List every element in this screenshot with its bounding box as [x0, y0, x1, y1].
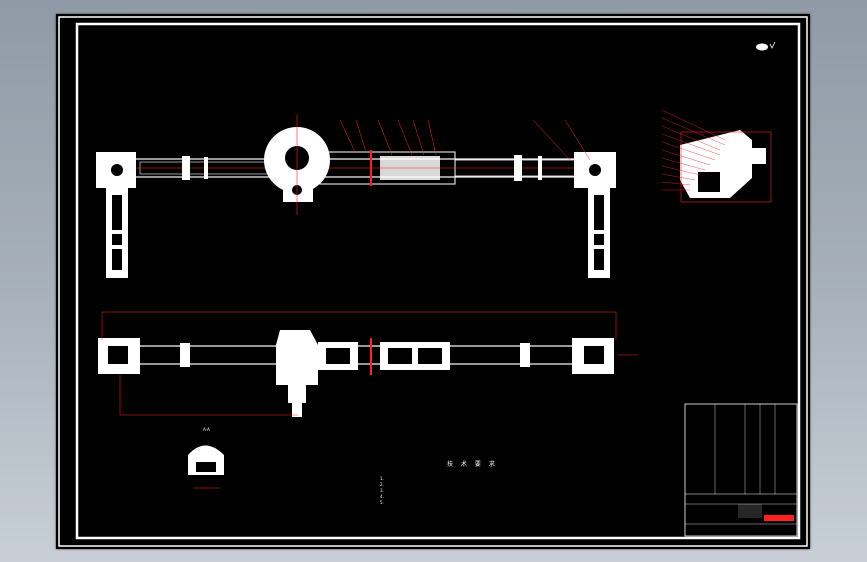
parts-list-table: [684, 403, 798, 537]
note-2: 2.: [380, 482, 384, 487]
section-label: A-A: [203, 427, 210, 432]
note-1: 1.: [380, 476, 384, 481]
note-3: 3.: [380, 488, 384, 493]
inner-frame: [75, 22, 801, 540]
roughness-symbol: [756, 41, 776, 51]
detail-view: [661, 109, 772, 203]
top-view-assembly: [96, 115, 616, 278]
section-view: [188, 445, 224, 489]
drawing-sheet[interactable]: [56, 14, 810, 549]
front-view-assembly: [98, 311, 638, 417]
note-4: 4.: [380, 494, 384, 499]
tech-requirements-title: 技 术 要 求: [447, 461, 498, 468]
note-5: 5.: [380, 500, 384, 505]
outer-border: [58, 16, 808, 547]
